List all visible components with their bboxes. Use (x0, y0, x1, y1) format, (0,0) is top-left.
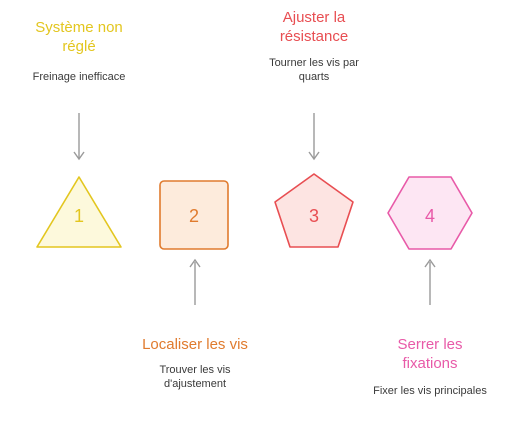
step-1-shape: 1 (36, 176, 122, 248)
step-4-label: Serrer les fixations Fixer les vis princ… (360, 335, 500, 398)
step-2-number: 2 (189, 206, 199, 226)
arrow-up-step-4 (424, 258, 436, 305)
step-1-description: Freinage inefficace (32, 71, 126, 83)
step-3-description: Tourner les vis par quarts (269, 57, 359, 83)
step-3-label: Ajuster la résistance Tourner les vis pa… (249, 8, 379, 84)
step-2-title: Localiser les vis (142, 336, 248, 353)
step-3-title: Ajuster la résistance (279, 9, 349, 45)
arrows (73, 113, 436, 305)
step-3-number: 3 (309, 206, 319, 226)
step-4-description: Fixer les vis principales (373, 385, 487, 397)
step-1-label: Système non réglé Freinage inefficace (14, 18, 144, 84)
hexagon-shape (387, 176, 473, 250)
pentagon-shape (274, 173, 354, 248)
step-3-shape: 3 (274, 173, 354, 248)
step-4-number: 4 (425, 206, 435, 226)
step-2-label: Localiser les vis Trouver les vis d'ajus… (124, 335, 266, 391)
arrow-up-step-2 (189, 258, 201, 305)
step-2-description: Trouver les vis d'ajustement (159, 364, 231, 390)
arrow-down-step-3 (308, 113, 320, 161)
arrow-down-step-1 (73, 113, 85, 161)
step-4-title: Serrer les fixations (397, 336, 463, 372)
square-shape (159, 180, 229, 250)
step-2-shape: 2 (159, 180, 229, 250)
step-1-title: Système non réglé (35, 19, 123, 55)
step-1-number: 1 (74, 206, 84, 226)
triangle-shape (36, 176, 122, 248)
step-4-shape: 4 (387, 176, 473, 250)
